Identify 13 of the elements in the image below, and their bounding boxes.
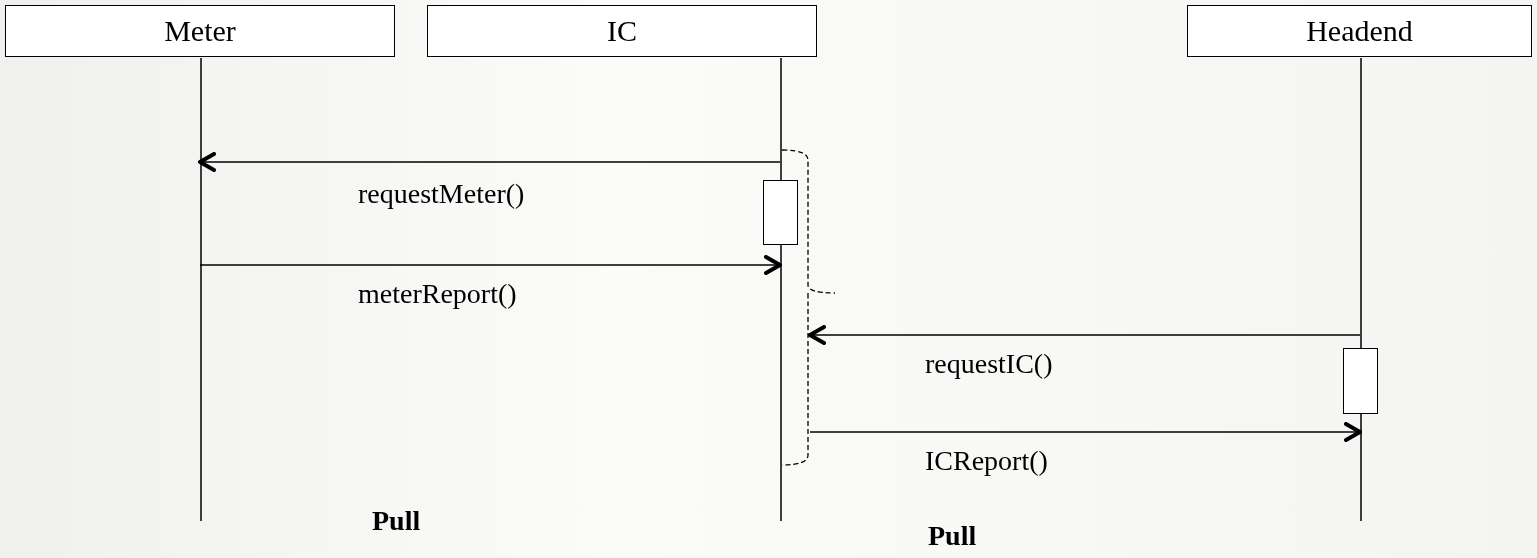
caption-text: Pull [928, 520, 977, 552]
participant-name: Headend [1306, 14, 1413, 48]
message-label: requestMeter() [358, 178, 525, 210]
message-label: requestIC() [925, 348, 1053, 380]
message-arrow [808, 325, 1361, 345]
message-arrow [809, 422, 1362, 442]
message-arrow [198, 152, 781, 172]
caption-text: Pull [372, 505, 421, 537]
participant-name: IC [607, 14, 637, 48]
message-arrow [199, 255, 782, 275]
participant-name: Meter [164, 14, 236, 48]
message-label: meterReport() [358, 278, 517, 310]
message-label: ICReport() [925, 445, 1048, 477]
